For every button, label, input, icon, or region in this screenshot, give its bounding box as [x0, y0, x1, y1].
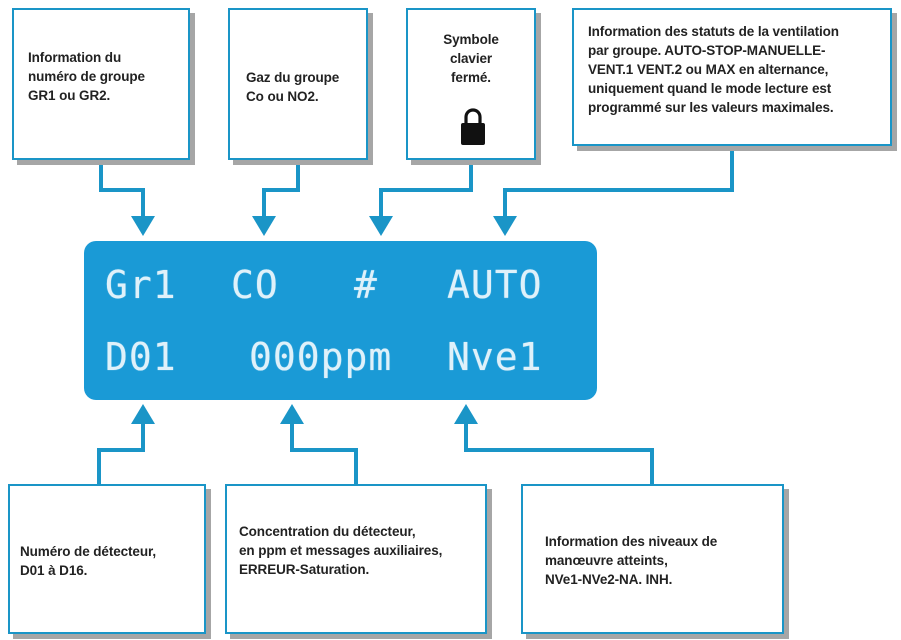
lcd-gas-field: CO: [231, 263, 279, 307]
lcd-group-field: Gr1: [105, 263, 177, 307]
arrow-status-connector: [503, 146, 734, 218]
arrowhead-status: [493, 216, 517, 236]
lcd-level-field: Nve1: [447, 335, 543, 379]
callout-gas: Gaz du groupe Co ou NO2.: [228, 8, 368, 160]
callout-group-text: Information du numéro de groupe GR1 ou G…: [28, 50, 145, 103]
callout-concentration: Concentration du détecteur, en ppm et me…: [225, 484, 487, 634]
callout-levels: Information des niveaux de manœuvre atte…: [521, 484, 784, 634]
arrowhead-detector: [131, 404, 155, 424]
callout-gas-text: Gaz du groupe Co ou NO2.: [246, 70, 340, 104]
callout-detector-text: Numéro de détecteur, D01 à D16.: [20, 544, 157, 578]
arrowhead-levels: [454, 404, 478, 424]
callout-lock-text: Symbole clavier fermé.: [443, 32, 499, 85]
lcd-detector-field: D01: [105, 335, 177, 379]
callout-levels-text: Information des niveaux de manœuvre atte…: [545, 534, 718, 587]
arrow-conc-connector: [290, 422, 358, 484]
arrowhead-lock: [369, 216, 393, 236]
lcd-display: Gr1 CO # AUTO D01 000ppm Nve1: [84, 241, 597, 400]
callout-detector-number: Numéro de détecteur, D01 à D16.: [8, 484, 206, 634]
callout-status-text: Information des statuts de la ventilatio…: [588, 24, 839, 115]
lcd-concentration-field: 000ppm: [249, 335, 393, 379]
arrow-gas-connector: [262, 160, 300, 218]
lock-icon: [461, 108, 485, 145]
arrow-detector-connector: [97, 422, 145, 484]
arrowhead-conc: [280, 404, 304, 424]
arrowhead-group: [131, 216, 155, 236]
arrow-group-connector: [99, 160, 145, 218]
arrow-levels-connector: [464, 422, 654, 484]
lcd-lock-symbol: #: [354, 263, 378, 307]
callout-group-number: Information du numéro de groupe GR1 ou G…: [12, 8, 190, 160]
arrow-lock-connector: [379, 160, 473, 218]
callout-concentration-text: Concentration du détecteur, en ppm et me…: [239, 524, 443, 577]
lcd-status-field: AUTO: [447, 263, 543, 307]
arrowhead-gas: [252, 216, 276, 236]
callout-lock-symbol: Symbole clavier fermé.: [406, 8, 536, 160]
callout-ventilation-status: Information des statuts de la ventilatio…: [572, 8, 892, 146]
